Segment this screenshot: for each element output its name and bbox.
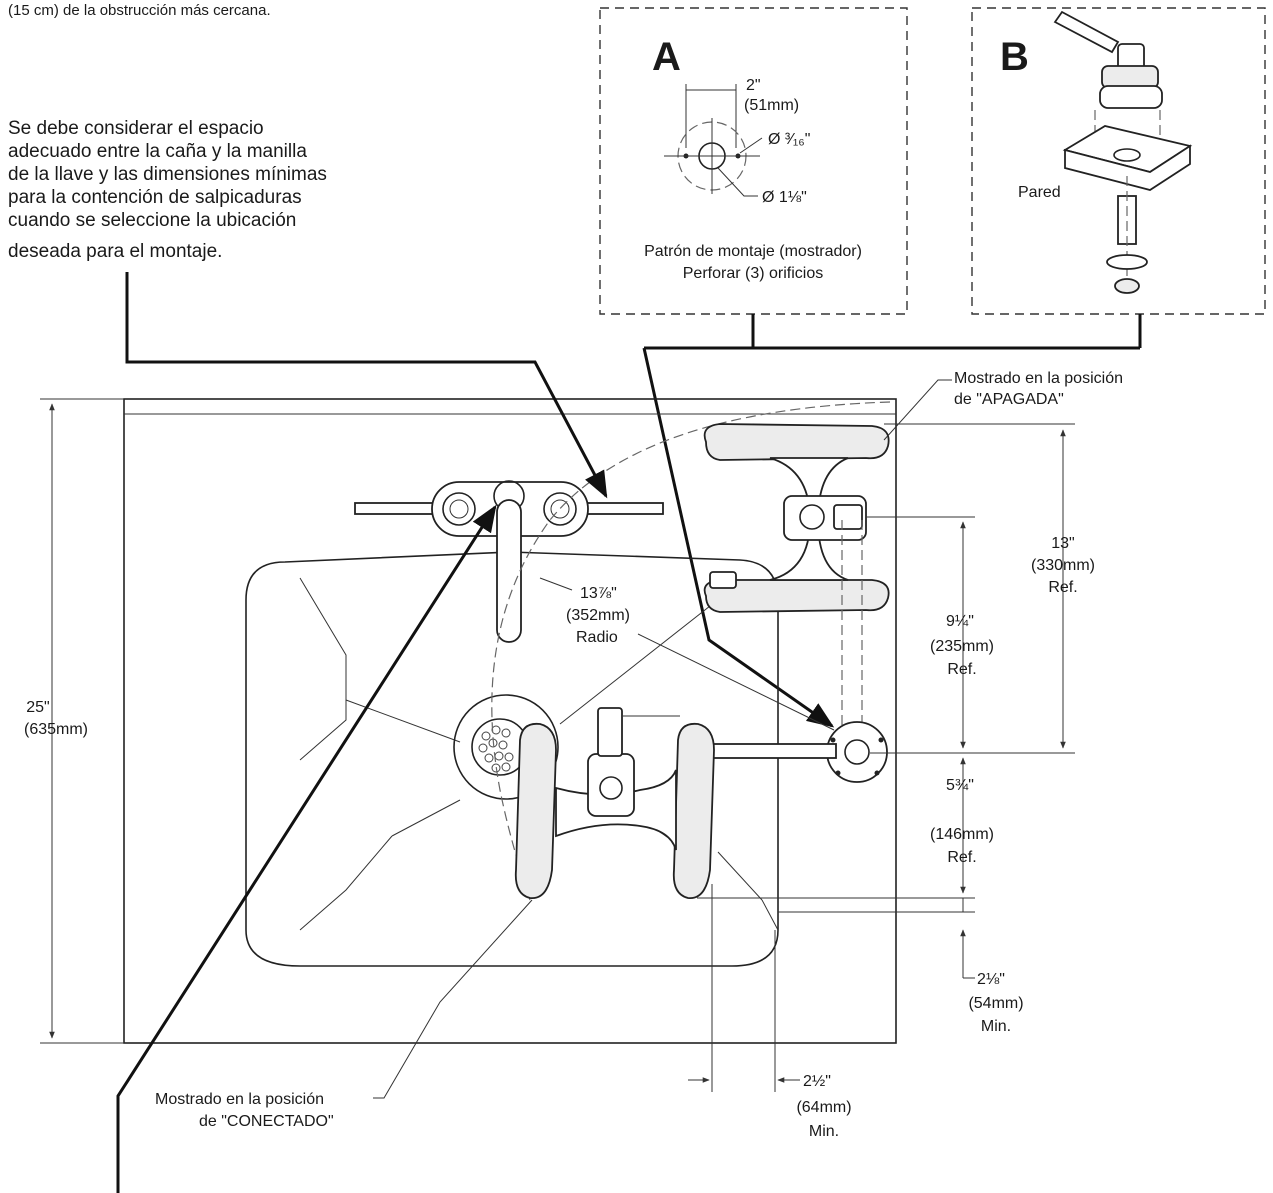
drain-outer xyxy=(453,694,559,800)
faucet-off-position xyxy=(703,423,890,735)
on-valve-body xyxy=(587,753,635,817)
dimension-5: 5¾" (146mm) Ref. xyxy=(697,757,994,899)
dim-9-inches: 9¼" xyxy=(946,613,974,630)
wall-label: Pared xyxy=(1018,184,1061,201)
sink-bowl xyxy=(245,551,779,967)
detail-connectors xyxy=(642,314,1142,728)
on-label-line-2: de "CONECTADO" xyxy=(199,1113,334,1130)
escutcheon-base xyxy=(1099,85,1163,109)
radius-label: Radio xyxy=(576,629,618,646)
dimension-2-1-8: 2⅛" (54mm) Min. xyxy=(778,898,1024,1035)
dim-2-1-2-min: Min. xyxy=(809,1123,839,1140)
detail-b-wall-mount: B Pared xyxy=(971,7,1266,315)
wall-flange xyxy=(705,721,888,783)
counter-outline xyxy=(123,398,897,1044)
dim-2-1-8-mm: (54mm) xyxy=(968,995,1023,1012)
faucet-on-position xyxy=(514,707,715,899)
dimension-13: 13" (330mm) Ref. xyxy=(870,423,1095,754)
spacing-note-leaders xyxy=(116,272,608,1193)
dimension-9: 9¼" (235mm) Ref. xyxy=(866,516,994,749)
spout-swing-arc xyxy=(491,401,891,901)
height-mm: (635mm) xyxy=(24,721,88,738)
dim-5-ref: Ref. xyxy=(947,849,976,866)
nut xyxy=(1114,278,1140,294)
dimension-overall-height: 25" (635mm) xyxy=(24,398,124,1044)
dim-13-mm: (330mm) xyxy=(1031,557,1095,574)
spacing-note-line: cuando se seleccione la ubicación xyxy=(8,210,296,231)
detail-a-mounting-pattern: A 2" (51mm) Ø ³⁄₁₆" Ø 1⅛" Patrón de mont… xyxy=(599,7,908,315)
wall-hole xyxy=(1113,148,1141,162)
off-handle-top xyxy=(703,423,890,461)
dimension-2-1-2: 2½" (64mm) Min. xyxy=(688,884,852,1140)
dim-5-mm: (146mm) xyxy=(930,826,994,843)
wall-spout-arm xyxy=(705,743,837,759)
off-handle-hub xyxy=(769,457,849,581)
dim-9-ref: Ref. xyxy=(947,661,976,678)
detail-a-caption-1: Patrón de montaje (mostrador) xyxy=(644,243,862,260)
deck-spout xyxy=(496,499,522,643)
large-hole-dimension: Ø 1⅛" xyxy=(762,189,807,206)
washer xyxy=(1106,254,1148,270)
wall-plate-side xyxy=(1064,144,1191,191)
radius-inches: 13⅞" xyxy=(580,585,617,602)
spout-arm xyxy=(1053,10,1120,54)
on-handle-left xyxy=(514,722,557,899)
dim-2-1-8-min: Min. xyxy=(981,1018,1011,1035)
on-handle-right xyxy=(672,722,715,899)
spacing-note-line: Se debe considerar el espacio xyxy=(8,118,264,139)
off-label-line-1: Mostrado en la posición xyxy=(954,370,1123,387)
radius-mm: (352mm) xyxy=(566,607,630,624)
deck-faucet xyxy=(354,480,664,643)
escutcheon-top xyxy=(1101,65,1159,89)
dim-2-1-2-mm: (64mm) xyxy=(796,1099,851,1116)
detail-a-letter: A xyxy=(652,35,681,79)
on-label-line-1: Mostrado en la posición xyxy=(155,1091,324,1108)
off-position-label: Mostrado en la posición de "APAGADA" xyxy=(883,370,1123,441)
spacing-note: Se debe considerar el espacio adecuado e… xyxy=(8,118,327,262)
off-label-line-2: de "APAGADA" xyxy=(954,391,1064,408)
spacing-note-line: para la contención de salpicaduras xyxy=(8,187,302,208)
dim-2-1-2-inches: 2½" xyxy=(803,1073,831,1090)
detail-a-spacing-mm: (51mm) xyxy=(744,97,799,114)
height-inches: 25" xyxy=(26,699,49,716)
detail-a-caption-2: Perforar (3) orificios xyxy=(683,265,823,282)
small-hole-dimension: Ø ³⁄₁₆" xyxy=(768,131,810,148)
on-position-label: Mostrado en la posición de "CONECTADO" xyxy=(155,899,533,1130)
dim-13-ref: Ref. xyxy=(1048,579,1077,596)
dim-5-inches: 5¾" xyxy=(946,777,974,794)
dim-13-inches: 13" xyxy=(1051,535,1074,552)
top-note-fragment: (15 cm) de la obstrucción más cercana. xyxy=(8,2,271,19)
detail-b-letter: B xyxy=(1000,35,1029,79)
detail-a-spacing: 2" xyxy=(746,77,761,94)
spacing-note-line: adecuado entre la caña y la manilla xyxy=(8,141,307,162)
spacing-note-line: deseada para el montaje. xyxy=(8,241,222,262)
dim-9-mm: (235mm) xyxy=(930,638,994,655)
spacing-note-line: de la llave y las dimensiones mínimas xyxy=(8,164,327,185)
dim-2-1-8-inches: 2⅛" xyxy=(977,971,1005,988)
dimension-radius: 13⅞" (352mm) Radio xyxy=(539,577,835,731)
